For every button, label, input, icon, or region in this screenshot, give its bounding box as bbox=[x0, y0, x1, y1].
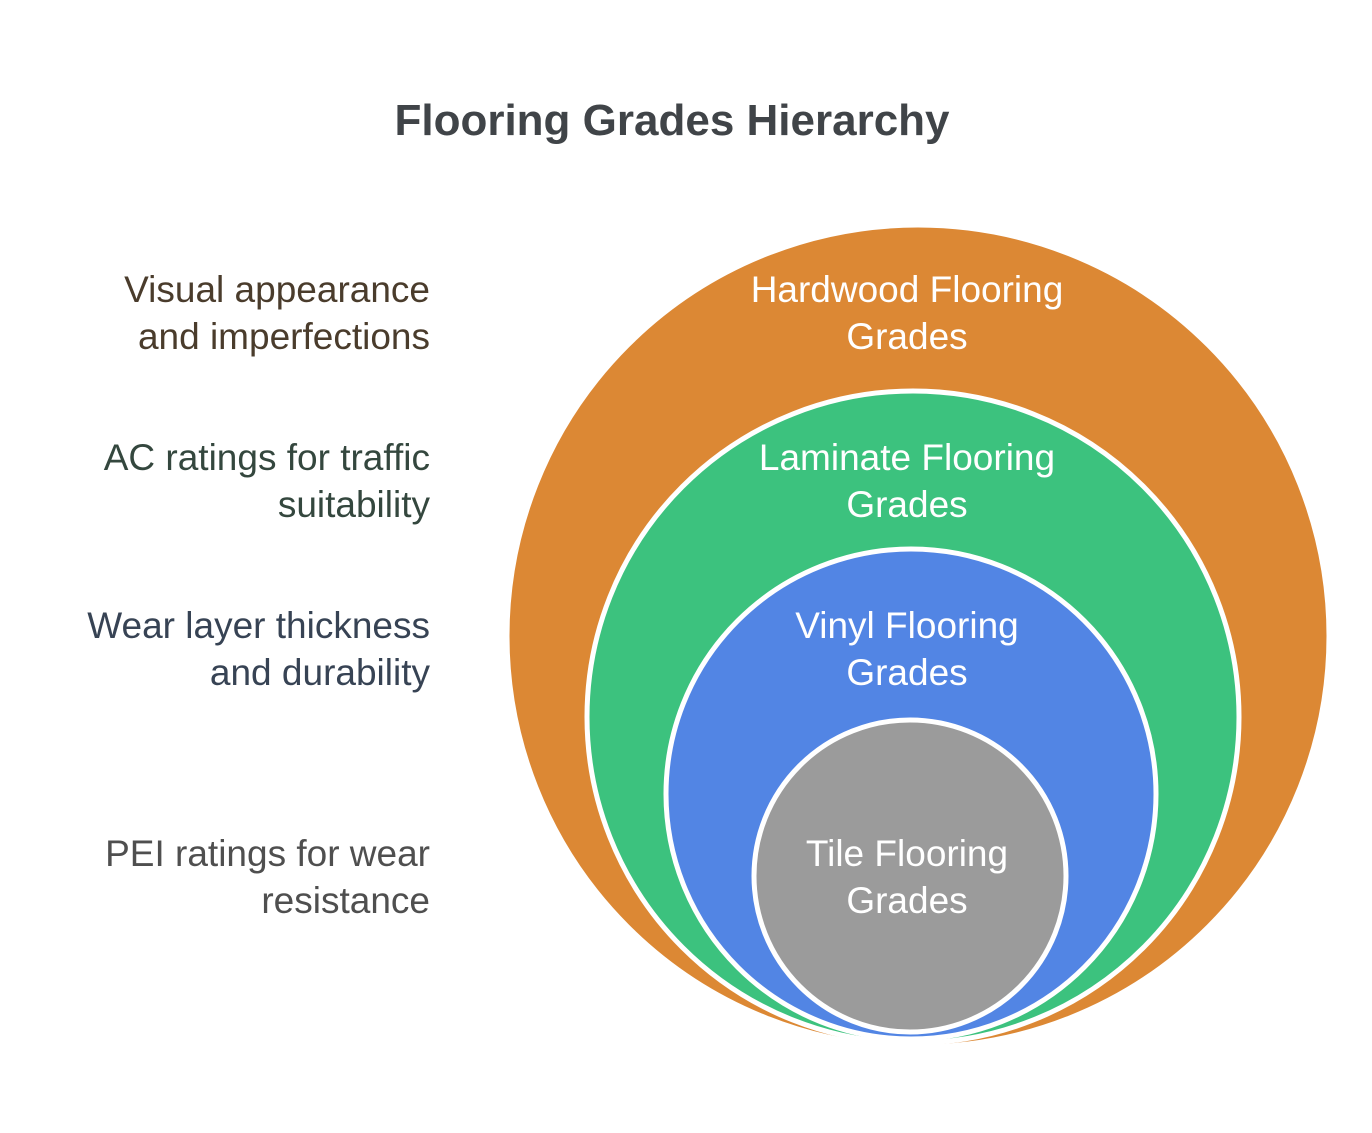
ring-label-laminate: Laminate Flooring Grades bbox=[657, 434, 1157, 528]
annotation-laminate-line2: suitability bbox=[277, 484, 430, 525]
annotation-vinyl-line1: Wear layer thickness bbox=[87, 605, 430, 646]
annotation-tile: PEI ratings for wear resistance bbox=[30, 830, 430, 924]
ring-label-hardwood-line2: Grades bbox=[846, 316, 968, 357]
diagram-title: Flooring Grades Hierarchy bbox=[394, 96, 950, 145]
ring-label-vinyl-line2: Grades bbox=[846, 652, 968, 693]
annotation-tile-line1: PEI ratings for wear bbox=[105, 833, 430, 874]
ring-label-vinyl-line1: Vinyl Flooring bbox=[795, 605, 1019, 646]
annotation-hardwood-line2: and imperfections bbox=[137, 316, 430, 357]
ring-label-tile-line2: Grades bbox=[846, 880, 968, 921]
annotation-tile-line2: resistance bbox=[261, 880, 430, 921]
ring-label-tile: Tile Flooring Grades bbox=[657, 830, 1157, 924]
annotation-hardwood: Visual appearance and imperfections bbox=[30, 266, 430, 360]
annotation-laminate-line1: AC ratings for traffic bbox=[103, 437, 430, 478]
annotation-hardwood-line1: Visual appearance bbox=[124, 269, 430, 310]
ring-label-laminate-line2: Grades bbox=[846, 484, 968, 525]
annotation-vinyl-line2: and durability bbox=[209, 652, 430, 693]
ring-label-hardwood: Hardwood Flooring Grades bbox=[657, 266, 1157, 360]
ring-label-tile-line1: Tile Flooring bbox=[805, 833, 1009, 874]
ring-tile bbox=[751, 717, 1069, 1035]
ring-label-vinyl: Vinyl Flooring Grades bbox=[657, 602, 1157, 696]
ring-label-laminate-line1: Laminate Flooring bbox=[758, 437, 1056, 478]
annotation-vinyl: Wear layer thickness and durability bbox=[30, 602, 430, 696]
annotation-laminate: AC ratings for traffic suitability bbox=[30, 434, 430, 528]
ring-label-hardwood-line1: Hardwood Flooring bbox=[750, 269, 1064, 310]
